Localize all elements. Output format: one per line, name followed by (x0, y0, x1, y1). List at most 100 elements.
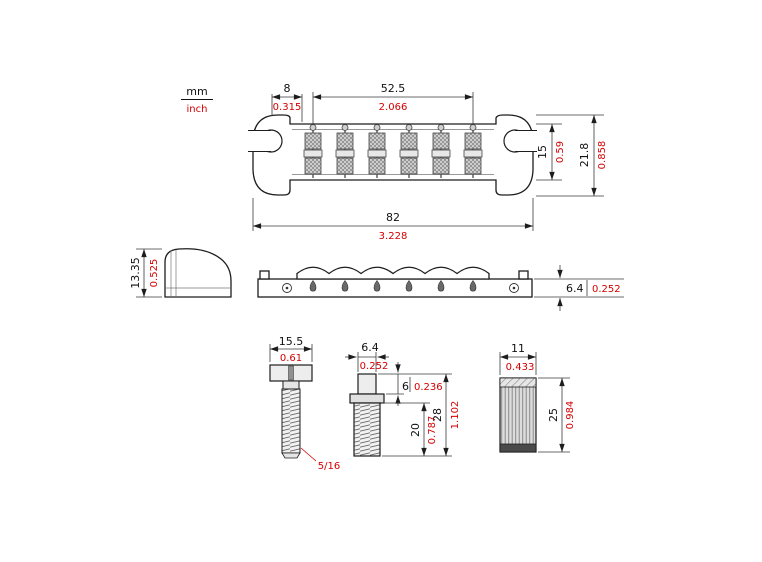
dim-overall-length: 82 3.228 (252, 198, 534, 242)
spring-front (368, 132, 386, 150)
saddle-block (335, 149, 355, 158)
mount-hole-center (512, 286, 516, 290)
dim-mm-value: 20 (409, 423, 422, 437)
screw-head (373, 124, 381, 131)
spring-rear (400, 157, 418, 175)
dim-top-offset: 8 0.315 (271, 82, 303, 122)
dim-mm-value: 6 (402, 380, 409, 393)
dim-body-width: 15 0.59 (536, 123, 566, 181)
screw-head (309, 124, 317, 131)
string-hole (309, 280, 317, 292)
spring-front (400, 132, 418, 150)
dim-saddle-span: 52.5 2.066 (312, 82, 474, 124)
spring-front (304, 132, 322, 150)
screw-slot (288, 365, 294, 381)
dim-mm-value: 6.4 (361, 341, 379, 354)
left-slot-opening (246, 130, 271, 152)
string-hole (469, 280, 477, 292)
dim-mm-value: 13.35 (129, 257, 142, 289)
dim-inch-value: 0.252 (592, 284, 621, 295)
dim-mm-value: 15.5 (279, 335, 304, 348)
spring-rear (432, 157, 450, 175)
spring-front (464, 132, 482, 150)
dim-mm-value: 6.4 (566, 282, 584, 295)
dim-inch-value: 0.236 (414, 382, 443, 393)
dim-mm-value: 11 (511, 342, 525, 355)
saddle-unit (367, 124, 387, 178)
dim-mm-value: 52.5 (381, 82, 406, 95)
legend-inch-label: inch (187, 104, 208, 115)
screw-neck (282, 380, 300, 390)
units-legend: mm inch (181, 85, 213, 115)
saddle-block (303, 149, 323, 158)
string-hole (373, 280, 381, 292)
screw-head (437, 124, 445, 131)
mounting-screw-view: 15.5 0.61 5/16 (269, 335, 340, 472)
left-ear-tab (259, 270, 270, 280)
string-hole (341, 280, 349, 292)
spring-rear (304, 157, 322, 175)
saddle-unit (463, 124, 483, 178)
saddle-unit (335, 124, 355, 178)
dim-inch-value: 2.066 (379, 102, 408, 113)
saddle-block (431, 149, 451, 158)
string-hole (405, 280, 413, 292)
spring-rear (464, 157, 482, 175)
saddle-block (399, 149, 419, 158)
saddle-unit (399, 124, 419, 178)
screw-head (405, 124, 413, 131)
screw-threaded-shaft (281, 388, 301, 454)
dim-inch-value: 0.59 (555, 141, 566, 163)
spring-rear (336, 157, 354, 175)
dim-plate-thickness: 6.4 0.252 (534, 265, 624, 311)
dim-mm-value: 25 (547, 408, 560, 422)
screw-tip (281, 452, 301, 459)
spring-rear (368, 157, 386, 175)
dim-inch-value: 0.433 (506, 362, 535, 373)
bushing-top-chamfer (499, 377, 537, 388)
dim-inch-value: 0.315 (273, 102, 302, 113)
saddle-scallops (296, 266, 490, 280)
dim-inch-value: 1.102 (450, 401, 461, 430)
string-hole (437, 280, 445, 292)
dim-inch-value: 0.984 (565, 401, 576, 430)
bushing-body (499, 377, 537, 453)
stud-post-view: 6.4 0.252 6 0.236 28 1.102 20 0.787 (345, 341, 461, 457)
bridge-outline (252, 114, 534, 196)
dim-mm-value: 8 (284, 82, 291, 95)
thread-size-label: 5/16 (318, 461, 340, 472)
dim-end-height: 13.35 0.525 (129, 248, 162, 298)
dim-mm-value: 28 (431, 408, 444, 422)
dim-inch-value: 0.252 (360, 361, 389, 372)
dim-overall-width: 21.8 0.858 (536, 114, 608, 197)
saddle-unit (303, 124, 323, 178)
stud-flange (349, 393, 385, 404)
screw-head (341, 124, 349, 131)
dim-inch-value: 0.858 (597, 141, 608, 170)
saddle-block (463, 149, 483, 158)
dim-mm-value: 82 (386, 211, 400, 224)
dim-inch-value: 0.525 (149, 259, 160, 288)
stud-top-post (357, 373, 377, 395)
thread-leader-line (300, 447, 317, 462)
bridge-top-view (246, 114, 538, 196)
mount-hole-center (285, 286, 289, 290)
dim-mm-value: 21.8 (578, 143, 591, 168)
screw-head (469, 124, 477, 131)
spring-front (432, 132, 450, 150)
right-ear-tab (518, 270, 529, 280)
stud-threaded-shaft (353, 402, 381, 457)
end-profile (164, 248, 232, 298)
bushing-view: 11 0.433 25 0.984 (499, 342, 576, 453)
base-plate (257, 278, 533, 298)
right-slot-opening (515, 130, 538, 152)
dim-inch-value: 0.787 (427, 416, 438, 445)
dim-mm-value: 15 (536, 145, 549, 159)
saddle-unit (431, 124, 451, 178)
dim-inch-value: 0.61 (280, 353, 302, 364)
bushing-bottom-band (499, 443, 537, 453)
bridge-side-view (257, 266, 533, 298)
bridge-end-view (164, 248, 232, 298)
